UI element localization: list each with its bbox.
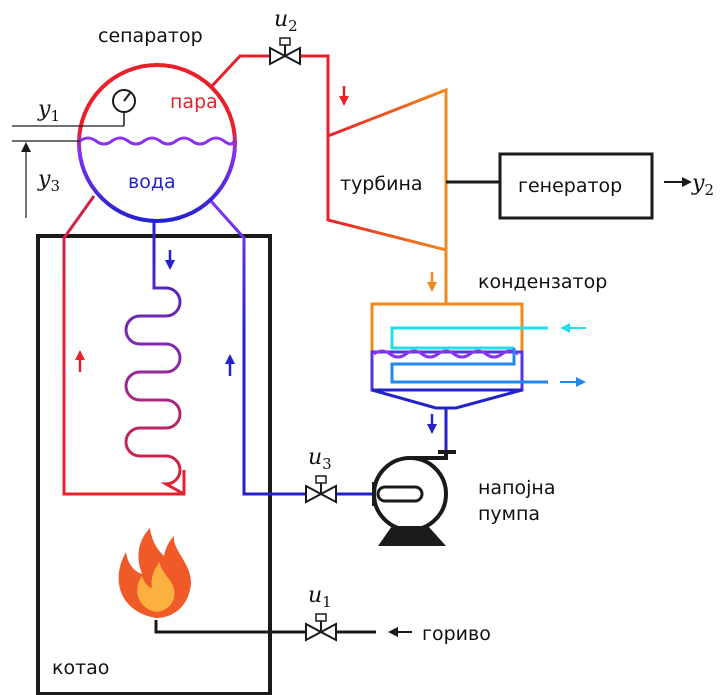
u3-signal: u3 [308,445,332,473]
y3-signal: y3 [37,167,60,195]
turbine [326,87,448,252]
coolant-in-arrow-head [560,323,570,333]
feed-pump-icon [372,450,456,546]
condensate-arrow-head [427,424,437,434]
cooling-coil-out [390,348,548,384]
valve-u3[interactable] [305,475,337,504]
heating-coil [124,220,185,496]
fuel-arrow-head [388,627,398,637]
coolant-out-arrow-head [576,377,586,387]
valve-u1[interactable] [305,613,337,642]
steam-arrow-head [339,96,349,106]
arrow-left-up-head [75,350,85,360]
boiler-label: котао [52,657,109,679]
valve-u2[interactable] [269,37,301,66]
separator-label: сепаратор [98,25,203,47]
condenser-water-level [373,349,519,359]
turbine-label: турбина [340,173,423,195]
pump-label-line1: напојна [478,477,555,499]
fuel-label: гориво [422,623,491,645]
right-downcomer-pipe [208,198,310,496]
exhaust-arrow-head [427,282,437,292]
cooling-coil-in [390,326,548,350]
boiler-box [36,234,272,695]
gauge-needle [123,92,131,102]
pump-label-line2: пумпа [478,503,540,525]
u1-signal: u1 [308,583,332,611]
arrow-coil-down-head [165,260,175,270]
arrow-right-up-head [225,354,235,364]
u2-signal: u2 [274,7,298,35]
y2-signal: y2 [691,171,714,199]
generator-label: генератор [518,175,622,197]
generator [498,152,654,220]
steam-line-2 [300,54,330,136]
condenser-label: кондензатор [478,271,607,293]
condenser-hopper [371,388,523,410]
steam-label: пара [170,91,218,113]
water-label: вода [128,171,176,193]
fuel-line [154,620,306,634]
flame-icon [118,528,191,618]
steam-line [210,54,270,88]
y1-signal: y1 [37,97,60,125]
y3-arrow-head [21,142,31,152]
drum-water-level [79,136,236,146]
left-riser-pipe [62,195,186,496]
y2-arrow-head [682,177,692,187]
